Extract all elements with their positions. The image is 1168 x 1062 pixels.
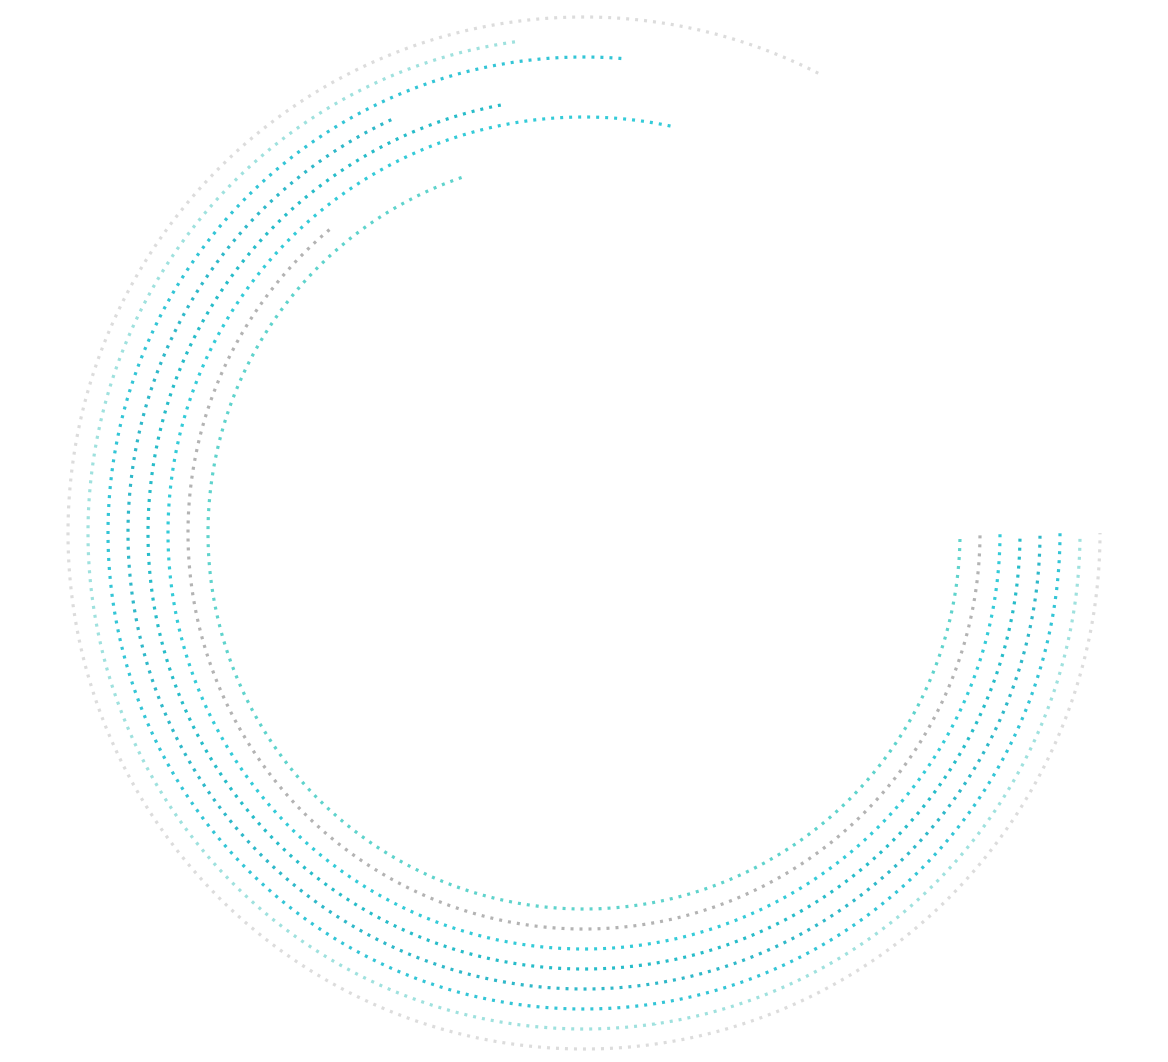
dotted-arc-ring-8	[206, 175, 962, 911]
dotted-arc-ring-7	[186, 228, 982, 931]
dotted-arc-ring-2	[86, 40, 1082, 1031]
dotted-arc-ring-4	[126, 118, 1042, 991]
dotted-arc-ring-5	[146, 103, 1022, 971]
dotted-arc-ring-3	[106, 55, 1062, 1011]
dotted-arc-ring-1	[66, 15, 1102, 1051]
dotted-arc-ring-6	[166, 115, 1002, 951]
